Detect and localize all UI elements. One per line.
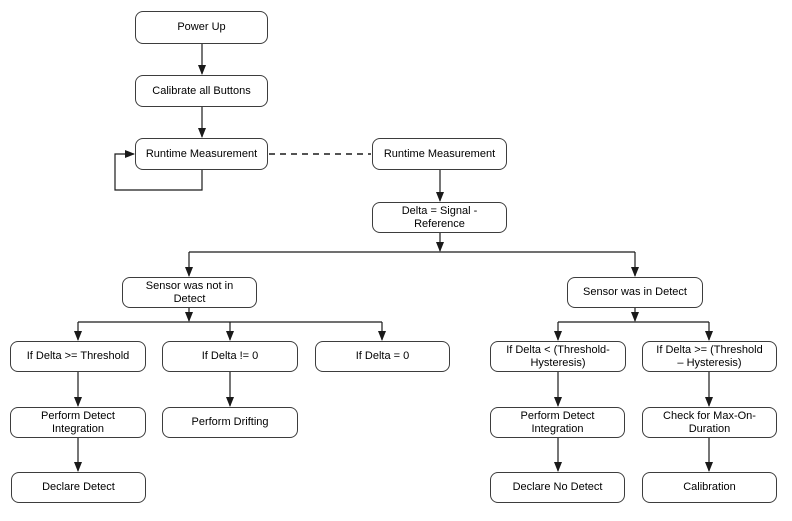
node-sensor-was-not-in-detect: Sensor was not in Detect [122,277,257,308]
node-if-delta-ge-threshold-hysteresis: If Delta >= (Threshold – Hysteresis) [642,341,777,372]
node-sensor-was-in-detect: Sensor was in Detect [567,277,703,308]
node-runtime-measurement-right: Runtime Measurement [372,138,507,170]
node-if-delta-ne-zero: If Delta != 0 [162,341,298,372]
node-declare-detect: Declare Detect [11,472,146,503]
node-if-delta-ge-threshold: If Delta >= Threshold [10,341,146,372]
node-calibration: Calibration [642,472,777,503]
node-perform-detect-integration-left: Perform Detect Integration [10,407,146,438]
node-declare-no-detect: Declare No Detect [490,472,625,503]
node-perform-detect-integration-right: Perform Detect Integration [490,407,625,438]
node-power-up: Power Up [135,11,268,44]
node-calibrate-all-buttons: Calibrate all Buttons [135,75,268,107]
node-if-delta-eq-zero: If Delta = 0 [315,341,450,372]
node-perform-drifting: Perform Drifting [162,407,298,438]
node-if-delta-lt-threshold-hysteresis: If Delta < (Threshold- Hysteresis) [490,341,626,372]
edge-runtime-self-loop [114,150,203,191]
node-runtime-measurement-left: Runtime Measurement [135,138,268,170]
node-delta-signal-reference: Delta = Signal - Reference [372,202,507,233]
node-check-for-max-on-duration: Check for Max-On- Duration [642,407,777,438]
